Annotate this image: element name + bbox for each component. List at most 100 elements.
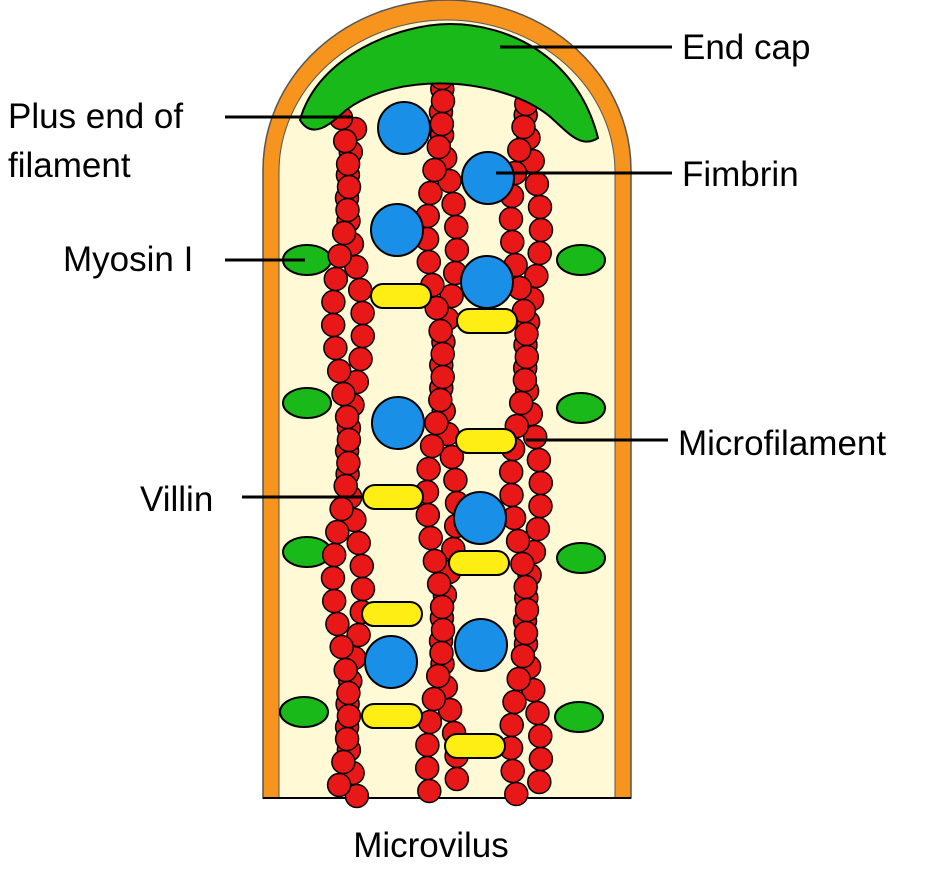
villin-protein bbox=[371, 284, 431, 308]
actin-bead bbox=[526, 702, 549, 725]
actin-bead bbox=[529, 748, 552, 771]
actin-bead bbox=[425, 412, 448, 435]
actin-bead bbox=[328, 360, 351, 383]
fimbrin-protein bbox=[454, 492, 506, 544]
actin-bead bbox=[500, 484, 523, 507]
actin-bead bbox=[337, 429, 360, 452]
actin-bead bbox=[525, 173, 548, 196]
actin-bead bbox=[350, 555, 373, 578]
myosin-i-blob bbox=[557, 393, 605, 423]
actin-bead bbox=[326, 521, 349, 544]
actin-bead bbox=[330, 498, 353, 521]
actin-bead bbox=[529, 495, 552, 518]
actin-bead bbox=[324, 268, 347, 291]
actin-bead bbox=[503, 691, 526, 714]
actin-bead bbox=[516, 599, 539, 622]
villin-protein bbox=[457, 309, 517, 333]
actin-bead bbox=[527, 449, 550, 472]
fimbrin-protein bbox=[461, 256, 513, 308]
actin-bead bbox=[418, 780, 441, 803]
actin-bead bbox=[512, 116, 535, 139]
actin-bead bbox=[334, 130, 357, 153]
myosin-i-blob bbox=[280, 697, 328, 727]
actin-bead bbox=[529, 725, 552, 748]
actin-bead bbox=[419, 182, 442, 205]
actin-bead bbox=[431, 366, 454, 389]
actin-bead bbox=[529, 472, 552, 495]
myosin-i-label: Myosin I bbox=[63, 240, 193, 279]
actin-bead bbox=[429, 389, 452, 412]
actin-bead bbox=[416, 504, 439, 527]
actin-bead bbox=[431, 343, 454, 366]
fimbrin-protein bbox=[372, 397, 424, 449]
actin-bead bbox=[336, 406, 359, 429]
actin-bead bbox=[513, 369, 536, 392]
actin-bead bbox=[347, 532, 370, 555]
actin-bead bbox=[526, 518, 549, 541]
actin-bead bbox=[430, 113, 453, 136]
actin-bead bbox=[432, 90, 455, 113]
actin-bead bbox=[322, 314, 345, 337]
actin-bead bbox=[416, 757, 439, 780]
actin-bead bbox=[514, 576, 537, 599]
actin-bead bbox=[323, 590, 346, 613]
actin-bead bbox=[501, 760, 524, 783]
actin-bead bbox=[507, 530, 530, 553]
fimbrin-protein bbox=[371, 204, 423, 256]
actin-bead bbox=[417, 458, 440, 481]
actin-bead bbox=[505, 783, 528, 806]
actin-bead bbox=[428, 573, 451, 596]
myosin-i-blob bbox=[557, 543, 605, 573]
actin-bead bbox=[515, 346, 538, 369]
actin-bead bbox=[330, 636, 353, 659]
actin-bead bbox=[500, 208, 523, 231]
actin-bead bbox=[431, 596, 454, 619]
actin-bead bbox=[337, 705, 360, 728]
actin-bead bbox=[328, 245, 351, 268]
actin-bead bbox=[352, 578, 375, 601]
actin-bead bbox=[507, 668, 530, 691]
actin-bead bbox=[333, 222, 356, 245]
actin-bead bbox=[421, 435, 444, 458]
actin-bead bbox=[427, 136, 450, 159]
plus-end-label-line1: Plus end of bbox=[8, 97, 183, 136]
actin-bead bbox=[445, 239, 468, 262]
actin-bead bbox=[334, 659, 357, 682]
actin-bead bbox=[336, 199, 359, 222]
actin-bead bbox=[515, 622, 538, 645]
actin-bead bbox=[417, 251, 440, 274]
actin-bead bbox=[326, 613, 349, 636]
actin-bead bbox=[332, 383, 355, 406]
actin-bead bbox=[337, 682, 360, 705]
actin-bead bbox=[423, 159, 446, 182]
fimbrin-label: Fimbrin bbox=[682, 155, 799, 194]
actin-bead bbox=[508, 139, 531, 162]
actin-bead bbox=[432, 619, 455, 642]
villin-label: Villin bbox=[140, 480, 213, 519]
myosin-i-blob bbox=[555, 702, 603, 732]
villin-protein bbox=[449, 551, 509, 575]
actin-bead bbox=[419, 527, 442, 550]
actin-bead bbox=[445, 768, 468, 791]
villin-protein bbox=[456, 429, 516, 453]
actin-bead bbox=[337, 452, 360, 475]
actin-bead bbox=[328, 774, 351, 797]
filament-group bbox=[322, 67, 553, 808]
microfilament-label: Microfilament bbox=[678, 424, 886, 463]
actin-bead bbox=[324, 337, 347, 360]
villin-protein bbox=[362, 602, 422, 626]
actin-bead bbox=[349, 348, 372, 371]
actin-bead bbox=[529, 196, 552, 219]
villin-protein bbox=[363, 485, 423, 509]
villin-protein bbox=[362, 704, 422, 728]
actin-bead bbox=[322, 567, 345, 590]
actin-bead bbox=[429, 320, 452, 343]
actin-bead bbox=[530, 219, 553, 242]
actin-bead bbox=[423, 550, 446, 573]
fimbrin-protein bbox=[462, 152, 514, 204]
fimbrin-protein bbox=[365, 636, 417, 688]
actin-bead bbox=[511, 645, 534, 668]
actin-bead bbox=[337, 153, 360, 176]
actin-bead bbox=[349, 279, 372, 302]
